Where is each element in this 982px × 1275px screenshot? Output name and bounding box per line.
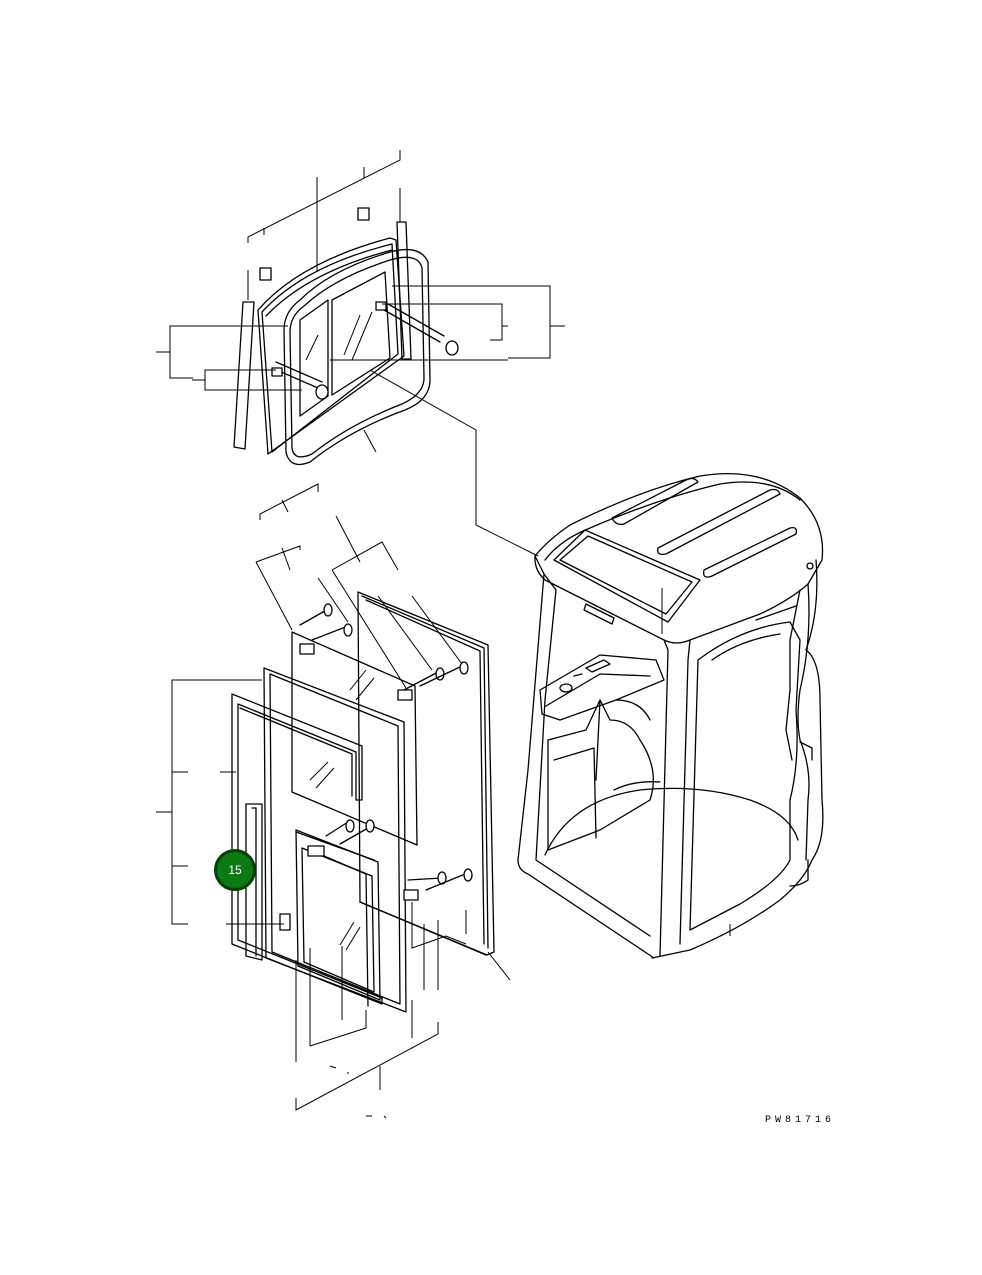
drawing-code: PW81716 bbox=[765, 1115, 836, 1126]
seal-strip bbox=[396, 221, 412, 360]
clip-part bbox=[259, 267, 272, 281]
clip-part bbox=[357, 207, 370, 221]
callout-badge[interactable]: 15 bbox=[214, 849, 256, 891]
bolt-part bbox=[299, 603, 469, 691]
bolt-part bbox=[325, 819, 473, 891]
bolt-part bbox=[383, 303, 459, 356]
operator-cab bbox=[517, 473, 824, 959]
seal-strip bbox=[233, 301, 255, 450]
door-window-assembly bbox=[156, 483, 511, 1119]
roof-window-assembly bbox=[156, 150, 565, 557]
